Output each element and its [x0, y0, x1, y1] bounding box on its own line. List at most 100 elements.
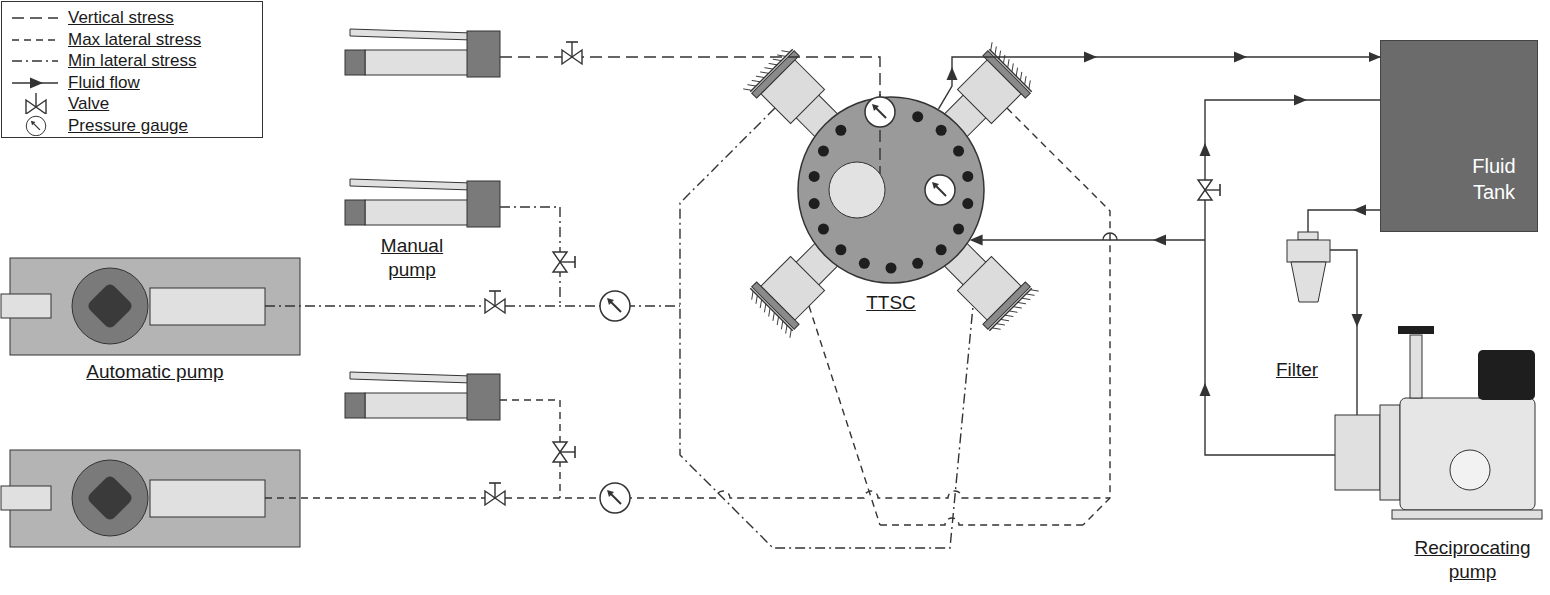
pump-port [1450, 450, 1490, 490]
flow-arrowhead [1153, 235, 1166, 246]
automatic-pump [1, 450, 300, 547]
valve-stem [560, 451, 575, 452]
piston-plate [752, 282, 799, 329]
bolt [912, 111, 923, 122]
piston-plate [752, 51, 799, 98]
bolt [835, 244, 846, 255]
loading-piston [745, 231, 852, 338]
legend-text: Max lateral stress [68, 30, 201, 50]
legend-sample [10, 72, 62, 93]
valve-handle [566, 41, 578, 43]
gauge-dial [26, 116, 46, 136]
gauge-needle [876, 108, 886, 118]
valve-symbol [553, 252, 575, 272]
wall-hatch [992, 324, 1000, 332]
legend-line [12, 39, 58, 40]
manual-pump [345, 29, 500, 77]
wall-hatch [777, 51, 785, 59]
fluid-tank: Fluid Tank [1380, 40, 1538, 232]
valve-handle [574, 446, 576, 458]
wall-hatch [1022, 295, 1030, 303]
filter-head [1287, 240, 1330, 262]
wall-hatch [1026, 290, 1034, 298]
wall-hatch [756, 73, 764, 81]
wall-hatch [774, 317, 782, 325]
valve-stem [560, 261, 575, 262]
wall-hatch [781, 47, 789, 55]
valve-stem [571, 42, 572, 57]
min-lateral-stress-line [500, 207, 560, 306]
max-lateral-stress-line [809, 306, 880, 525]
valve-stem [35, 93, 36, 107]
legend-entry: Min lateral stress [2, 50, 262, 71]
pump-stem [1410, 335, 1422, 398]
wall-hatch [743, 85, 751, 93]
max-lateral-stress-line [1007, 108, 1110, 525]
wall-hatch [778, 321, 786, 329]
fluid-flow-connector [939, 57, 1380, 109]
wall-hatch [752, 295, 760, 303]
pressure-gauge [600, 291, 630, 321]
legend-line [12, 17, 58, 18]
wall-hatch [752, 77, 760, 85]
wall-hatch [786, 329, 794, 337]
piston-cylinder [761, 60, 825, 124]
bolt [859, 258, 870, 269]
reaction-wall [989, 288, 1031, 330]
pump-handle [350, 372, 472, 383]
gauge-dial [925, 175, 955, 205]
legend-entry: Valve [2, 93, 262, 114]
pump-head [467, 374, 500, 420]
legend-gauge [26, 116, 46, 136]
fluid-return-line [1205, 100, 1380, 455]
pump-cylinder [365, 393, 468, 418]
piston-cylinder [957, 60, 1021, 124]
bolt [953, 146, 964, 157]
pump-handle [1398, 326, 1434, 334]
pressure-gauge [26, 116, 46, 136]
gauge-needle-head [607, 298, 614, 305]
gauge-needle-head [872, 104, 879, 111]
valve-stem [1205, 189, 1220, 190]
gauge-needle-head [31, 120, 36, 125]
valve-handle [489, 290, 501, 292]
gauge-needle [611, 302, 621, 312]
gauge-needle-head [932, 182, 939, 189]
fluid-suction-line [1330, 250, 1357, 415]
wall-hatch [1001, 316, 1009, 324]
legend-entry: Fluid flow [2, 72, 262, 93]
legend-sample [10, 7, 62, 28]
flow-arrowhead [1353, 205, 1366, 216]
bolt [936, 125, 947, 136]
bolt [818, 224, 829, 235]
wall-hatch [1000, 55, 1008, 63]
reaction-wall [750, 49, 792, 91]
bolt [886, 263, 897, 274]
gauge-needle [33, 123, 40, 129]
valve-symbol [485, 483, 505, 505]
bolt [962, 171, 973, 182]
fluid-suction-line [1308, 210, 1380, 232]
pump-knob [86, 474, 134, 522]
pump-flange [1380, 405, 1400, 500]
pump-base [345, 200, 365, 225]
bolt [912, 258, 923, 269]
gauge-needle [611, 494, 621, 504]
wall-hatch [996, 320, 1004, 328]
pump-head [467, 181, 500, 227]
legend-text: Valve [68, 94, 109, 114]
wall-hatch [1021, 76, 1029, 84]
pressure-gauge [600, 483, 630, 513]
automatic-pump [1, 258, 300, 355]
legend-entry: Vertical stress [2, 7, 262, 28]
legend-text: Min lateral stress [68, 51, 196, 71]
pump-inlet [1, 486, 51, 510]
wall-hatch [1009, 307, 1017, 315]
gauge-needle [936, 186, 946, 196]
bolt [936, 244, 947, 255]
wall-hatch [1005, 312, 1013, 320]
reciprocating-pump [1335, 326, 1542, 519]
cell-outline [797, 96, 985, 284]
valve-symbol [26, 93, 46, 114]
gauge-dial [600, 483, 630, 513]
